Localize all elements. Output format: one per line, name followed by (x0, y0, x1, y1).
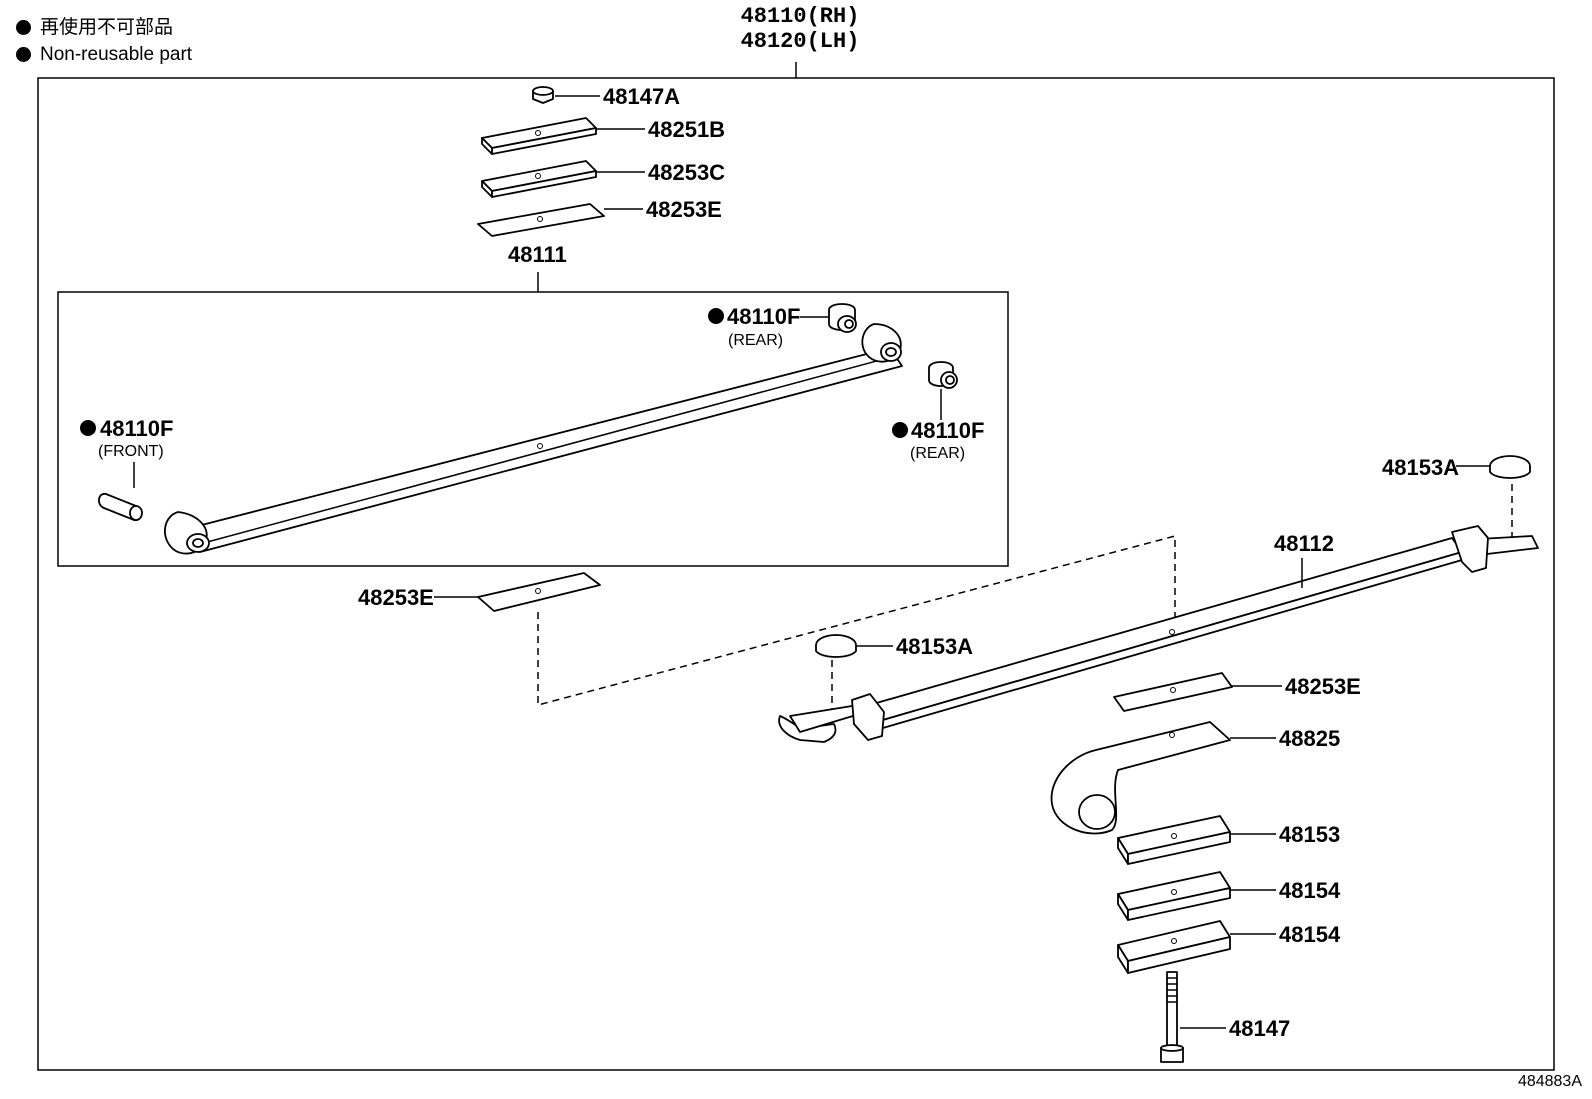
leaf-48111-frame (57, 291, 1009, 567)
plate-48253E-lower[interactable] (1113, 672, 1233, 712)
legend-row-en: Non-reusable part (16, 41, 192, 68)
non-reusable-dot-icon (16, 47, 31, 62)
label-48154-a: 48154 (1279, 878, 1341, 903)
label-48825: 48825 (1279, 726, 1340, 751)
label-48154-b: 48154 (1279, 922, 1341, 947)
label-48253E-lower: 48253E (1285, 674, 1361, 699)
seat-48154-a[interactable] (1117, 871, 1231, 921)
assembly-number: 48110(RH) 48120(LH) (700, 4, 900, 54)
label-48253E-top: 48253E (646, 197, 722, 222)
alignment-guide (537, 535, 1176, 706)
legend-text-en: Non-reusable part (40, 44, 193, 65)
plate-48253E-top[interactable] (477, 203, 605, 237)
non-reusable-dot-icon (16, 20, 31, 35)
legend: 再使用不可部品 Non-reusable part (16, 14, 192, 68)
bushing-48110F-front[interactable] (98, 493, 143, 521)
bolt-48147[interactable] (1160, 971, 1184, 1063)
label-48153A-left: 48153A (896, 634, 973, 659)
plate-48253C[interactable] (481, 160, 597, 198)
assembly-number-lh: 48120(LH) (740, 29, 860, 54)
label-48153A-right: 48153A (1382, 455, 1459, 480)
legend-row-jp: 再使用不可部品 (16, 14, 192, 41)
assembly-frame (37, 77, 1555, 1071)
leaf-spring-48112[interactable] (778, 525, 1539, 743)
spacer-48825[interactable] (1050, 721, 1231, 835)
note-front: (FRONT) (98, 443, 164, 460)
non-reusable-dot-icon (892, 422, 908, 438)
seat-48154-b[interactable] (1117, 920, 1231, 974)
plate-48251B[interactable] (481, 117, 597, 155)
nut-48147A[interactable] (532, 86, 554, 104)
legend-text-jp: 再使用不可部品 (40, 17, 174, 38)
label-48110F-rear-upper: 48110F (727, 304, 800, 329)
label-48110F-rear-lower: 48110F (911, 418, 984, 443)
label-48112: 48112 (1274, 531, 1334, 556)
non-reusable-dot-icon (80, 420, 96, 436)
seat-48153[interactable] (1117, 815, 1231, 865)
note-rear-lower: (REAR) (910, 445, 965, 462)
plate-48253E-mid[interactable] (477, 572, 601, 612)
label-48253E-mid: 48253E (358, 585, 434, 610)
label-48251B: 48251B (648, 117, 725, 142)
label-48253C: 48253C (648, 160, 725, 185)
label-48153: 48153 (1279, 822, 1340, 847)
note-rear-upper: (REAR) (728, 332, 783, 349)
cap-48153A-left[interactable] (815, 634, 857, 658)
bushing-48110F-rear-upper[interactable] (828, 303, 857, 333)
label-48110F-front: 48110F (100, 416, 173, 441)
leaf-spring-48111[interactable] (164, 323, 903, 555)
label-48147: 48147 (1229, 1016, 1290, 1041)
non-reusable-dot-icon (708, 308, 724, 324)
label-48111: 48111 (508, 242, 567, 267)
assembly-number-rh: 48110(RH) (740, 4, 860, 29)
cap-48153A-right[interactable] (1489, 455, 1531, 479)
figure-number: 484883A (1517, 1073, 1582, 1090)
label-48147A: 48147A (603, 84, 680, 109)
bushing-48110F-rear-lower[interactable] (928, 361, 958, 389)
